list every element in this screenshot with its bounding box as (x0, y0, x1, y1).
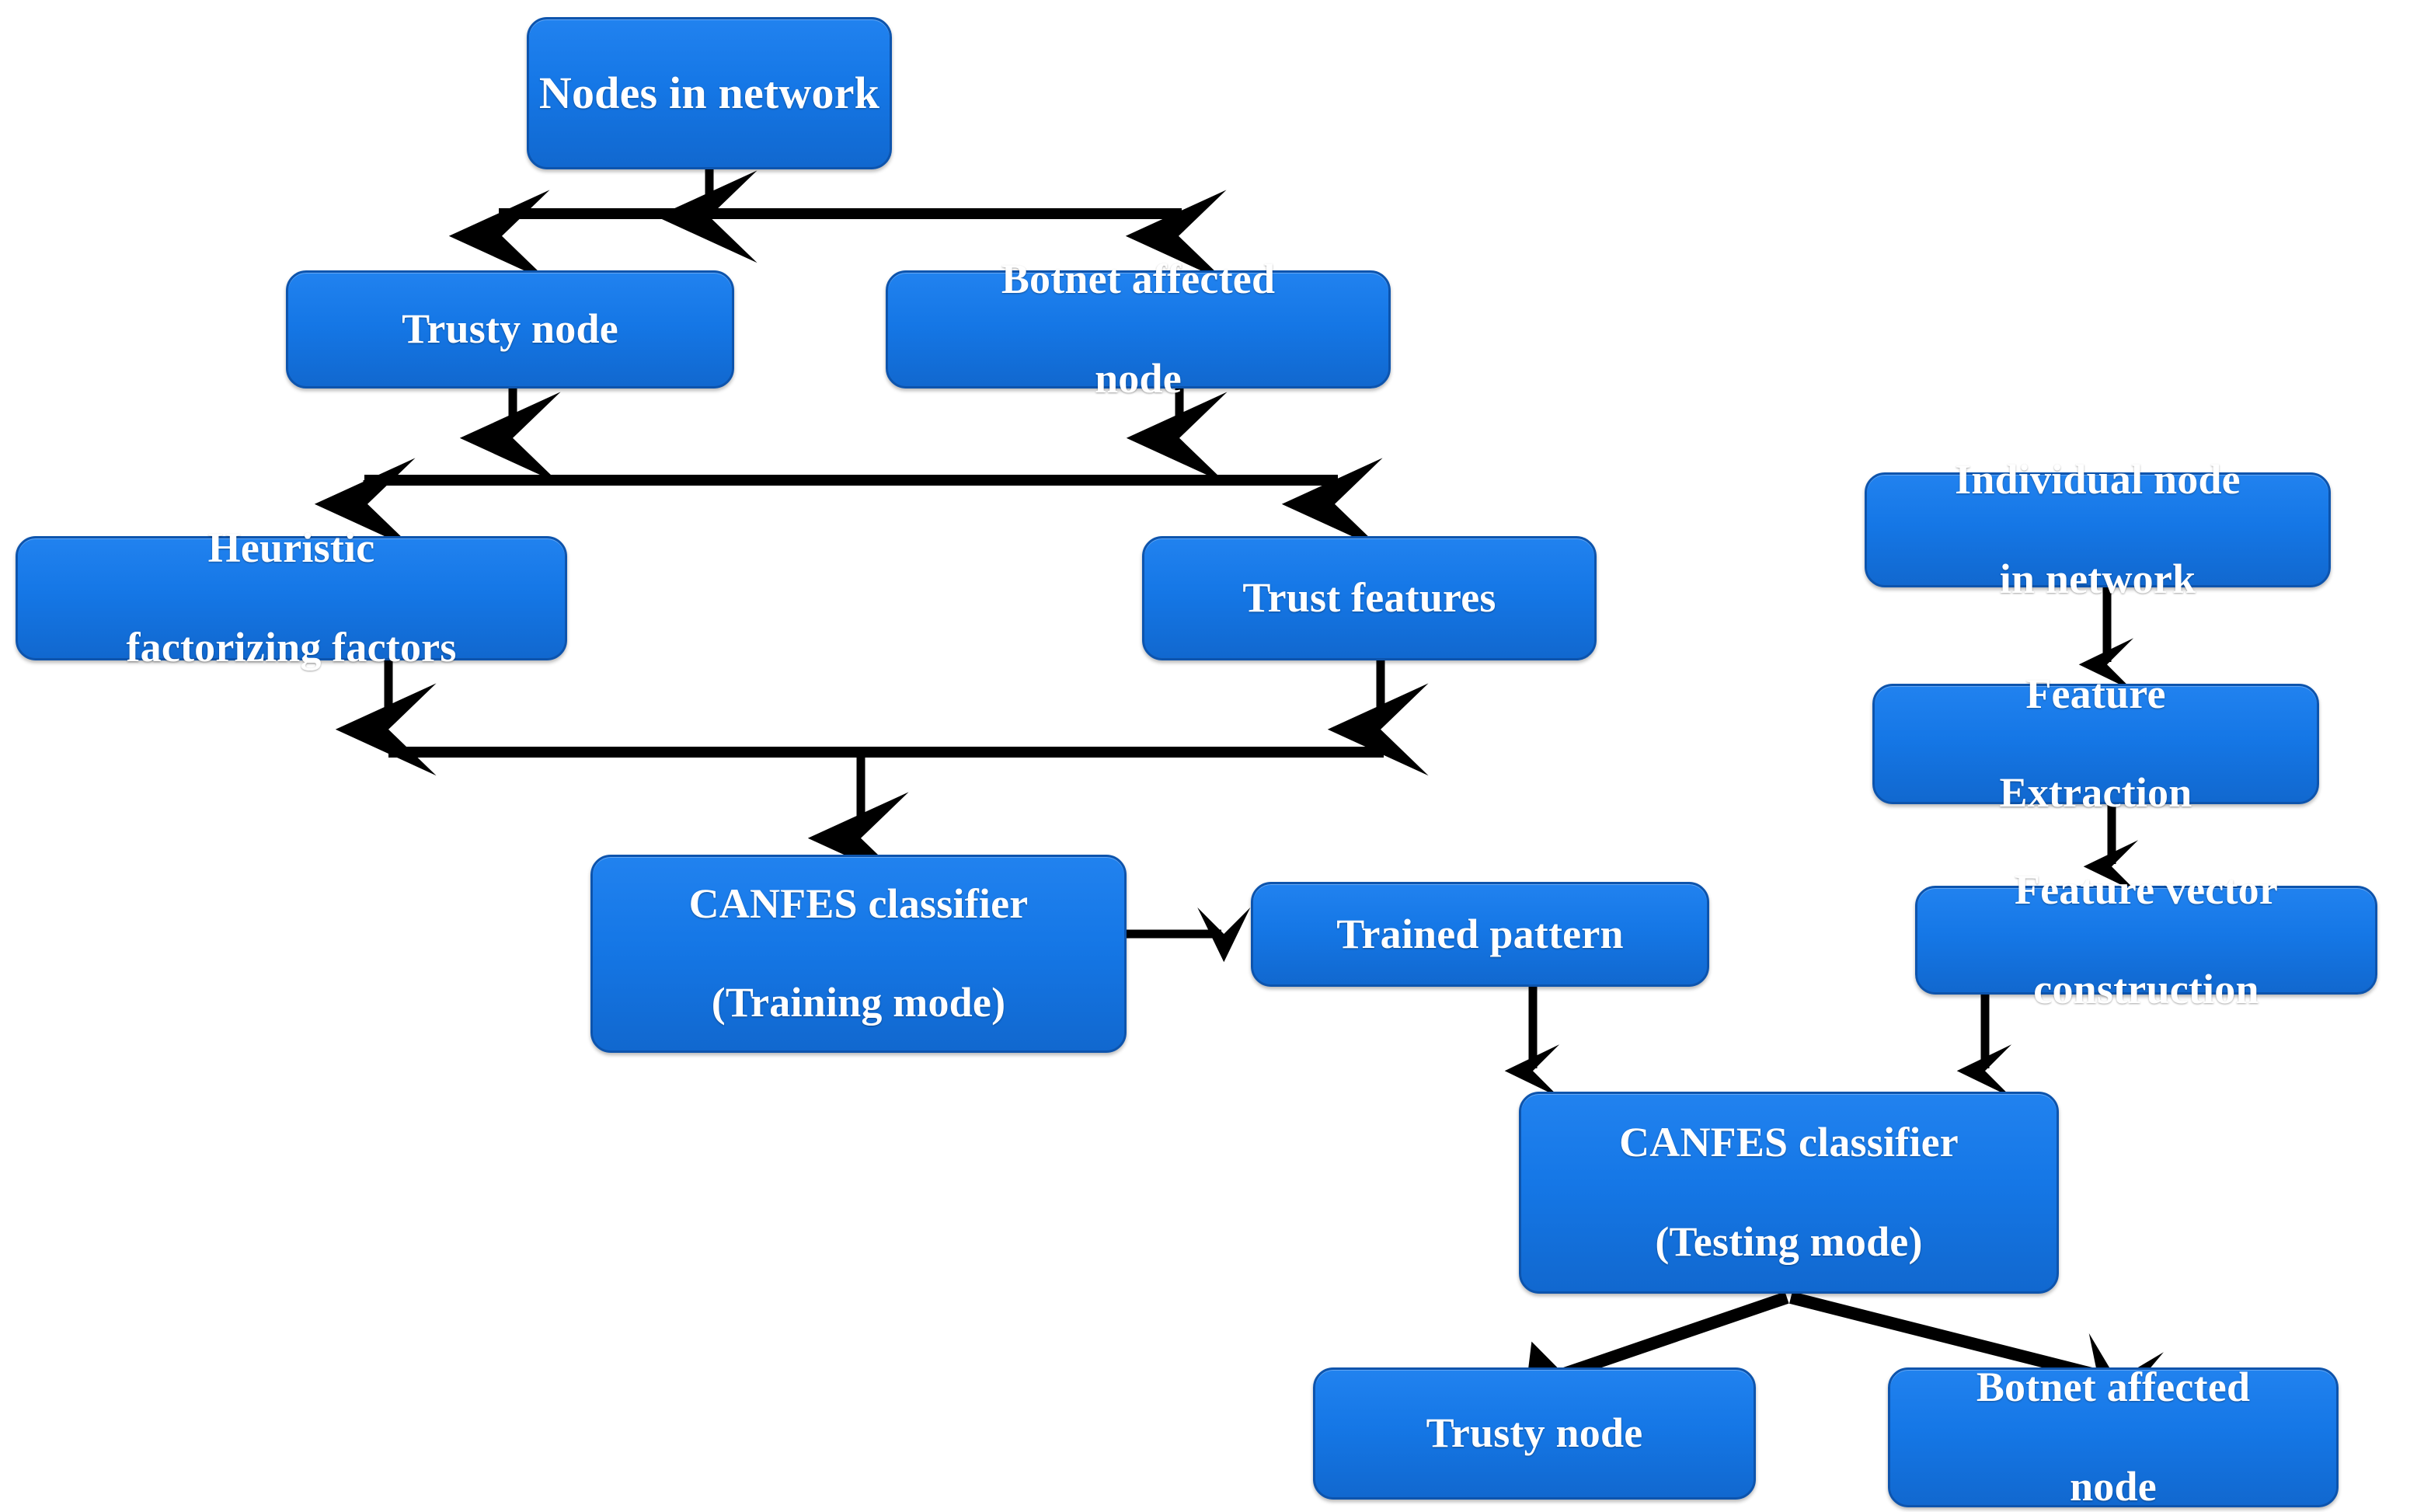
node-label-line1: CANFES classifier (1619, 1119, 1959, 1166)
node-botnet-affected-bottom[interactable]: Botnet affected node (1888, 1364, 2339, 1510)
node-trusty-node-bottom[interactable]: Trusty node (1313, 1367, 1756, 1500)
node-label-line1: Heuristic (207, 524, 375, 572)
node-label-line1: Individual node (1955, 456, 2241, 503)
node-trained-pattern[interactable]: Trained pattern (1251, 882, 1709, 987)
node-label: CANFES classifier (Testing mode) (1529, 1118, 2049, 1266)
node-nodes-in-network[interactable]: Nodes in network (527, 17, 892, 169)
node-label-line1: Botnet affected (1976, 1364, 2251, 1411)
node-botnet-affected-top[interactable]: Botnet affected node (886, 256, 1391, 402)
node-canfes-testing[interactable]: CANFES classifier (Testing mode) (1519, 1092, 2059, 1294)
node-label: Trust features (1242, 574, 1496, 622)
node-trusty-node-top[interactable]: Trusty node (286, 270, 734, 388)
node-label: Individual node in network (1875, 455, 2321, 604)
node-canfes-training[interactable]: CANFES classifier (Training mode) (590, 855, 1127, 1053)
node-label-line1: CANFES classifier (688, 880, 1029, 927)
node-label-line2: construction (2033, 965, 2259, 1012)
node-label-line2: Extraction (1999, 769, 2192, 817)
node-label-line2: in network (1999, 555, 2196, 602)
node-heuristic-factors[interactable]: Heuristic factorizing factors (16, 524, 567, 671)
node-label: Feature vector construction (1925, 866, 2367, 1014)
node-label-line2: (Testing mode) (1655, 1218, 1923, 1265)
node-label: Feature Extraction (1882, 670, 2309, 818)
node-label: Nodes in network (538, 67, 880, 118)
node-label-line2: node (1095, 354, 1182, 402)
node-label: Botnet affected node (896, 255, 1381, 403)
node-label: Botnet affected node (1898, 1363, 2328, 1511)
node-label: Heuristic factorizing factors (26, 524, 557, 672)
node-label: Trained pattern (1336, 910, 1624, 957)
node-label-line2: factorizing factors (126, 623, 457, 671)
node-trust-features[interactable]: Trust features (1142, 536, 1597, 660)
node-label-line1: Feature vector (2014, 866, 2279, 914)
node-label: Trusty node (402, 305, 618, 353)
node-label-line1: Botnet affected (1001, 256, 1276, 303)
node-feature-extraction[interactable]: Feature Extraction (1872, 671, 2319, 816)
node-feature-vector-construction[interactable]: Feature vector construction (1915, 866, 2377, 1012)
node-label-line1: Feature (2025, 670, 2166, 717)
node-label-line2: (Training mode) (711, 979, 1006, 1026)
node-label: CANFES classifier (Training mode) (601, 880, 1116, 1028)
node-individual-node-in-network[interactable]: Individual node in network (1865, 456, 2331, 602)
node-label: Trusty node (1426, 1409, 1643, 1457)
node-label-line2: node (2070, 1462, 2157, 1510)
